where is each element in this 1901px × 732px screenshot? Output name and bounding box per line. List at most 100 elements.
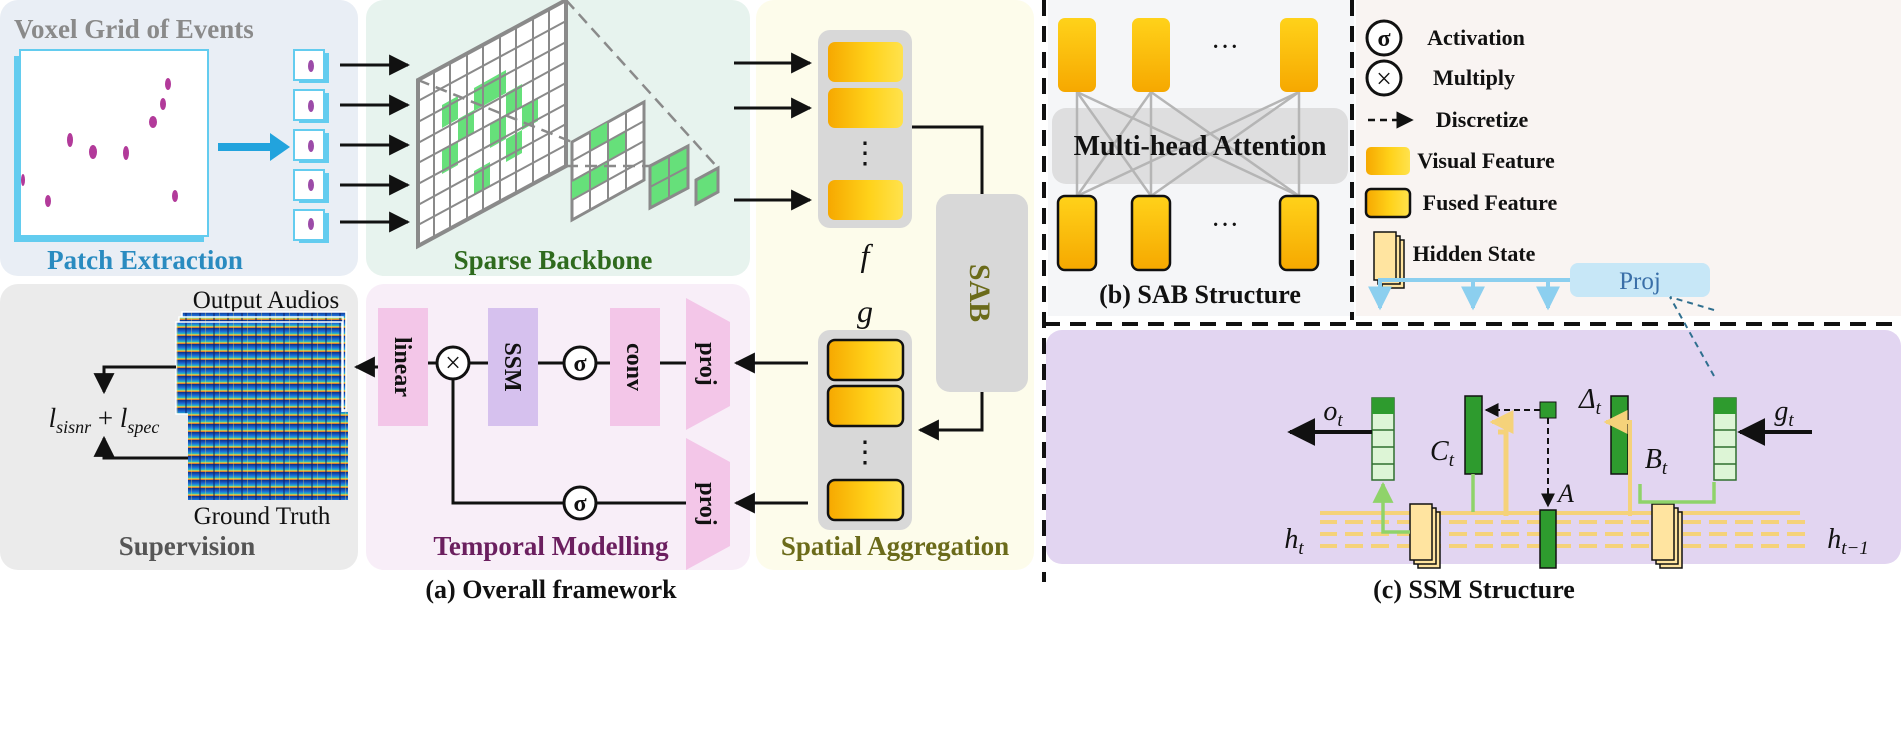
multiply-legend-icon	[1365, 59, 1403, 97]
event-points	[21, 78, 178, 207]
hidden-state-right	[1651, 503, 1683, 569]
proj-bottom-label: proj	[694, 482, 720, 526]
proj-top-label: proj	[694, 342, 720, 386]
sigma-bottom-symbol: σ	[573, 491, 586, 517]
attention-label: Multi-head Attention	[1074, 131, 1327, 162]
sparse-backbone-grids	[416, 0, 720, 250]
ssm-block	[488, 308, 538, 426]
visual-feature-swatch	[1366, 147, 1410, 175]
legend-discretize: Discretize	[1436, 107, 1529, 132]
multiply-icon	[435, 345, 471, 381]
hidden-state-icon	[1373, 231, 1405, 289]
sab-structure-caption: (b) SAB Structure	[1099, 280, 1301, 309]
patches	[293, 49, 329, 243]
sparse-backbone-label: Sparse Backbone	[454, 245, 653, 275]
sab-input-2	[1132, 18, 1170, 92]
g-feature-3	[826, 478, 905, 522]
ssm-label: SSM	[499, 342, 525, 391]
multiply-symbol: ×	[445, 348, 461, 379]
attention-connections	[1075, 90, 1301, 198]
f-feature-2	[828, 88, 903, 128]
ground-truth-label: Ground Truth	[194, 503, 331, 530]
linear-label: linear	[389, 337, 415, 397]
sab-input-1	[1058, 18, 1096, 92]
ssm-structure-caption: (c) SSM Structure	[1373, 575, 1575, 604]
multiply-legend-symbol: ×	[1376, 64, 1392, 95]
f-feature-1	[828, 42, 903, 82]
sab-to-g-arrow	[917, 392, 984, 441]
g-to-proj-dashed-2	[1669, 296, 1715, 311]
sigma-top-icon	[562, 345, 598, 381]
activation-icon-symbol: σ	[1377, 26, 1390, 52]
sab-input-3	[1280, 18, 1318, 92]
hidden-state-lanes	[1320, 520, 1805, 548]
patch-5	[293, 209, 329, 243]
sab-output-dots: ···	[1211, 210, 1239, 241]
proj-broadcast-lines	[1368, 278, 1570, 311]
patch-1	[293, 49, 329, 83]
g-dots: ⋮	[850, 436, 880, 469]
g-feature-2	[826, 384, 905, 428]
yellow-connections	[1489, 410, 1632, 516]
legend-hidden-state: Hidden State	[1413, 241, 1536, 266]
ground-truth-spectrogram	[188, 412, 348, 500]
patch-4	[293, 169, 329, 203]
a-label: A	[1556, 479, 1574, 508]
o-t-vector-cells	[1372, 429, 1394, 465]
patch-3	[293, 129, 329, 163]
sab-output-1	[1056, 194, 1098, 272]
voxel-title: Voxel Grid of Events	[14, 14, 254, 44]
fused-feature-swatch	[1364, 187, 1412, 219]
g-to-proj-dashed	[1669, 296, 1715, 377]
output-to-loss-arrow	[93, 365, 176, 395]
patch-2	[293, 89, 329, 123]
spatial-aggregation-label: Spatial Aggregation	[781, 531, 1009, 561]
f-feature-3	[828, 180, 903, 220]
patch-to-backbone-arrows	[340, 54, 411, 233]
f-dots: ⋮	[850, 137, 880, 170]
hidden-state-left	[1409, 503, 1441, 569]
extraction-arrowhead	[270, 133, 290, 161]
a-bar	[1539, 509, 1557, 569]
conv-label: conv	[621, 343, 647, 391]
temporal-connections	[428, 361, 686, 505]
output-audios-label: Output Audios	[193, 287, 340, 314]
supervision-label: Supervision	[119, 531, 256, 561]
activation-icon	[1365, 19, 1403, 57]
proj-top-block	[686, 298, 730, 430]
overall-caption: (a) Overall framework	[425, 575, 677, 604]
legend-multiply: Multiply	[1433, 65, 1515, 90]
f-to-sab-arrow	[912, 125, 984, 194]
ssm-proj-label: Proj	[1619, 268, 1661, 295]
layer-2-grid-lines	[571, 112, 645, 210]
delta-t-box	[1539, 401, 1557, 419]
o-t-vector-top	[1372, 398, 1394, 414]
sab-output-3	[1278, 194, 1320, 272]
c-t-bar	[1464, 395, 1483, 475]
b-t-bar	[1610, 395, 1629, 475]
sab-label: SAB	[963, 264, 996, 322]
backbone-to-f-arrows	[734, 52, 813, 211]
sab-output-2	[1130, 194, 1172, 272]
sigma-top-symbol: σ	[573, 351, 586, 377]
layer-1-grid-lines	[417, 9, 567, 237]
sab-block	[936, 194, 1028, 392]
conv-block	[610, 308, 660, 426]
proj-bottom-block	[686, 438, 730, 570]
backbone-layer-4	[694, 165, 720, 207]
voxel-grid-image	[19, 49, 209, 237]
gt-to-loss-arrow	[93, 435, 188, 460]
backbone-projection-lines	[417, 0, 719, 169]
g-feature-1	[826, 338, 905, 382]
ssm-proj-block	[1570, 263, 1710, 297]
sigma-bottom-icon	[562, 485, 598, 521]
green-connections	[1372, 474, 1716, 534]
layer-2-active-cells	[572, 122, 626, 199]
g-label: g	[857, 293, 873, 329]
patch-extraction-label: Patch Extraction	[47, 245, 243, 275]
output-spectrograms	[175, 311, 347, 415]
g-t-vector-top	[1714, 398, 1736, 414]
legend-fused-feature: Fused Feature	[1423, 190, 1558, 215]
